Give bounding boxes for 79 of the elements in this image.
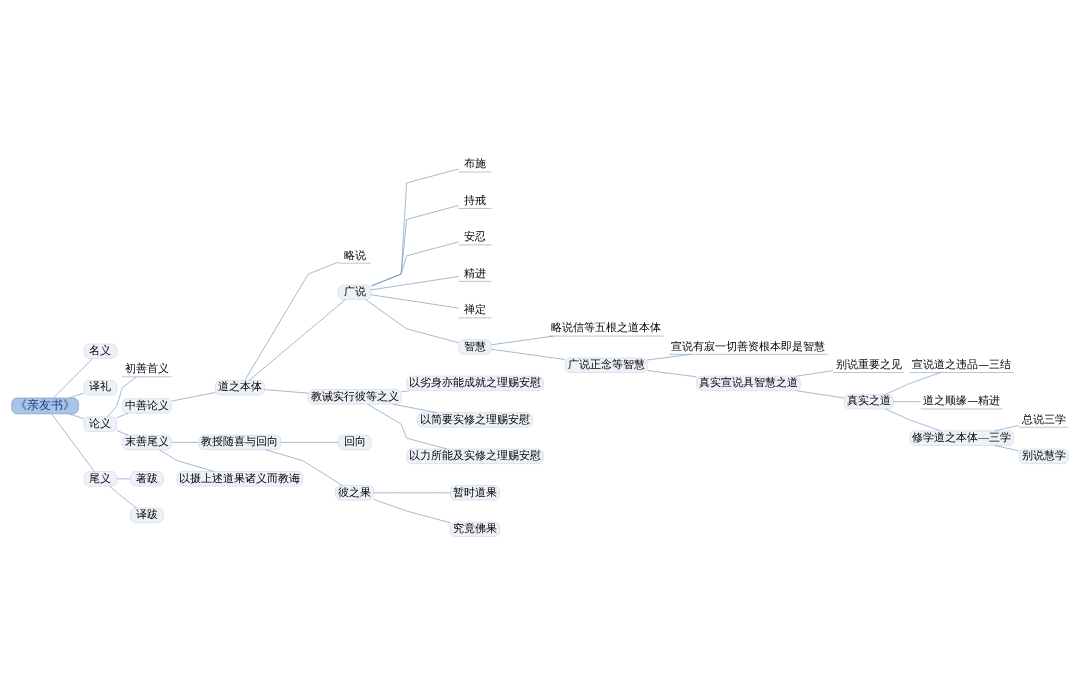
connector <box>370 293 459 308</box>
connector <box>248 298 346 381</box>
node-box: 暂时道果 <box>450 484 500 500</box>
node-box: 译跋 <box>130 507 164 523</box>
node-text: 宣说道之违品—三结 <box>912 357 1012 371</box>
connector <box>885 408 941 431</box>
node-box: 以摄上述道果诸义而教诲 <box>176 470 304 486</box>
node-box: 末善尾义 <box>121 434 172 450</box>
node-box: 智慧 <box>458 338 492 355</box>
node-box: 广说 <box>337 284 372 300</box>
node-box: 以力所能及实修之理赐安慰 <box>406 448 544 464</box>
node-text: 持戒 <box>463 193 486 207</box>
connector <box>171 391 216 401</box>
node-text: 禅定 <box>463 302 486 316</box>
node-text: 总说三学 <box>1021 412 1066 426</box>
connector <box>265 448 343 486</box>
node-box: 以简要实修之理赐安慰 <box>417 411 533 427</box>
connector <box>51 413 95 472</box>
node-box: 论义 <box>83 416 118 432</box>
node-box: 中善论义 <box>121 397 172 414</box>
node-text: 略说信等五根之道本体 <box>551 320 662 334</box>
connector <box>647 369 697 377</box>
node-box: 著跋 <box>130 470 164 486</box>
node-text: 道之顺缘—精进 <box>923 393 1001 407</box>
connector <box>280 441 339 443</box>
node-box: 教授随喜与回向 <box>198 434 282 450</box>
node-box: 彼之果 <box>335 484 375 500</box>
connector <box>367 403 448 449</box>
node-box: 真实宣说具智慧之道 <box>696 375 801 391</box>
connector <box>370 241 459 286</box>
connector <box>373 498 451 523</box>
node-box: 名义 <box>83 343 118 359</box>
connector <box>116 478 131 479</box>
connector <box>400 389 410 392</box>
connector <box>370 275 459 290</box>
connector <box>893 400 921 402</box>
node-text: 别说重要之见 <box>835 357 902 371</box>
node-box: 尾义 <box>83 470 118 486</box>
node-box: 修学道之本体—三学 <box>909 430 1014 446</box>
connector <box>370 168 459 286</box>
connector <box>491 335 554 345</box>
node-box: 译礼 <box>83 379 118 395</box>
connector <box>116 412 129 418</box>
connector <box>68 413 85 419</box>
connector <box>244 261 339 381</box>
connector <box>109 485 137 508</box>
node-text: 布施 <box>463 156 486 170</box>
connector <box>365 298 459 343</box>
connector <box>392 403 438 413</box>
connector <box>158 448 215 472</box>
connector <box>796 389 845 398</box>
connector <box>994 424 1020 431</box>
connector <box>107 376 137 417</box>
connector <box>373 491 451 493</box>
node-box: 广说正念等智慧 <box>564 357 648 373</box>
node-text: 略说 <box>343 248 366 262</box>
connector <box>647 353 692 360</box>
connector <box>370 204 459 286</box>
connector <box>994 444 1020 451</box>
connector <box>885 371 941 395</box>
node-text: 安忍 <box>463 229 486 243</box>
connector <box>264 388 309 393</box>
connector <box>68 392 85 398</box>
node-box: 《亲友书》 <box>11 397 79 414</box>
connector <box>53 357 93 398</box>
node-box: 教诫实行彼等之义 <box>307 388 402 404</box>
node-box: 回向 <box>337 434 372 450</box>
connector <box>491 348 566 360</box>
connector <box>171 441 200 443</box>
node-box: 以劣身亦能成就之理赐安慰 <box>406 375 544 391</box>
connector <box>796 369 834 376</box>
node-text: 宣说有寂一切善资根本即是智慧 <box>671 339 826 353</box>
node-box: 真实之道 <box>843 393 894 409</box>
node-text: 精进 <box>463 266 486 280</box>
node-text: 初善首义 <box>124 361 169 375</box>
node-box: 究竟佛果 <box>450 521 500 537</box>
node-box: 道之本体 <box>214 379 265 395</box>
connector <box>116 429 129 435</box>
node-box: 别说慧学 <box>1018 448 1069 464</box>
